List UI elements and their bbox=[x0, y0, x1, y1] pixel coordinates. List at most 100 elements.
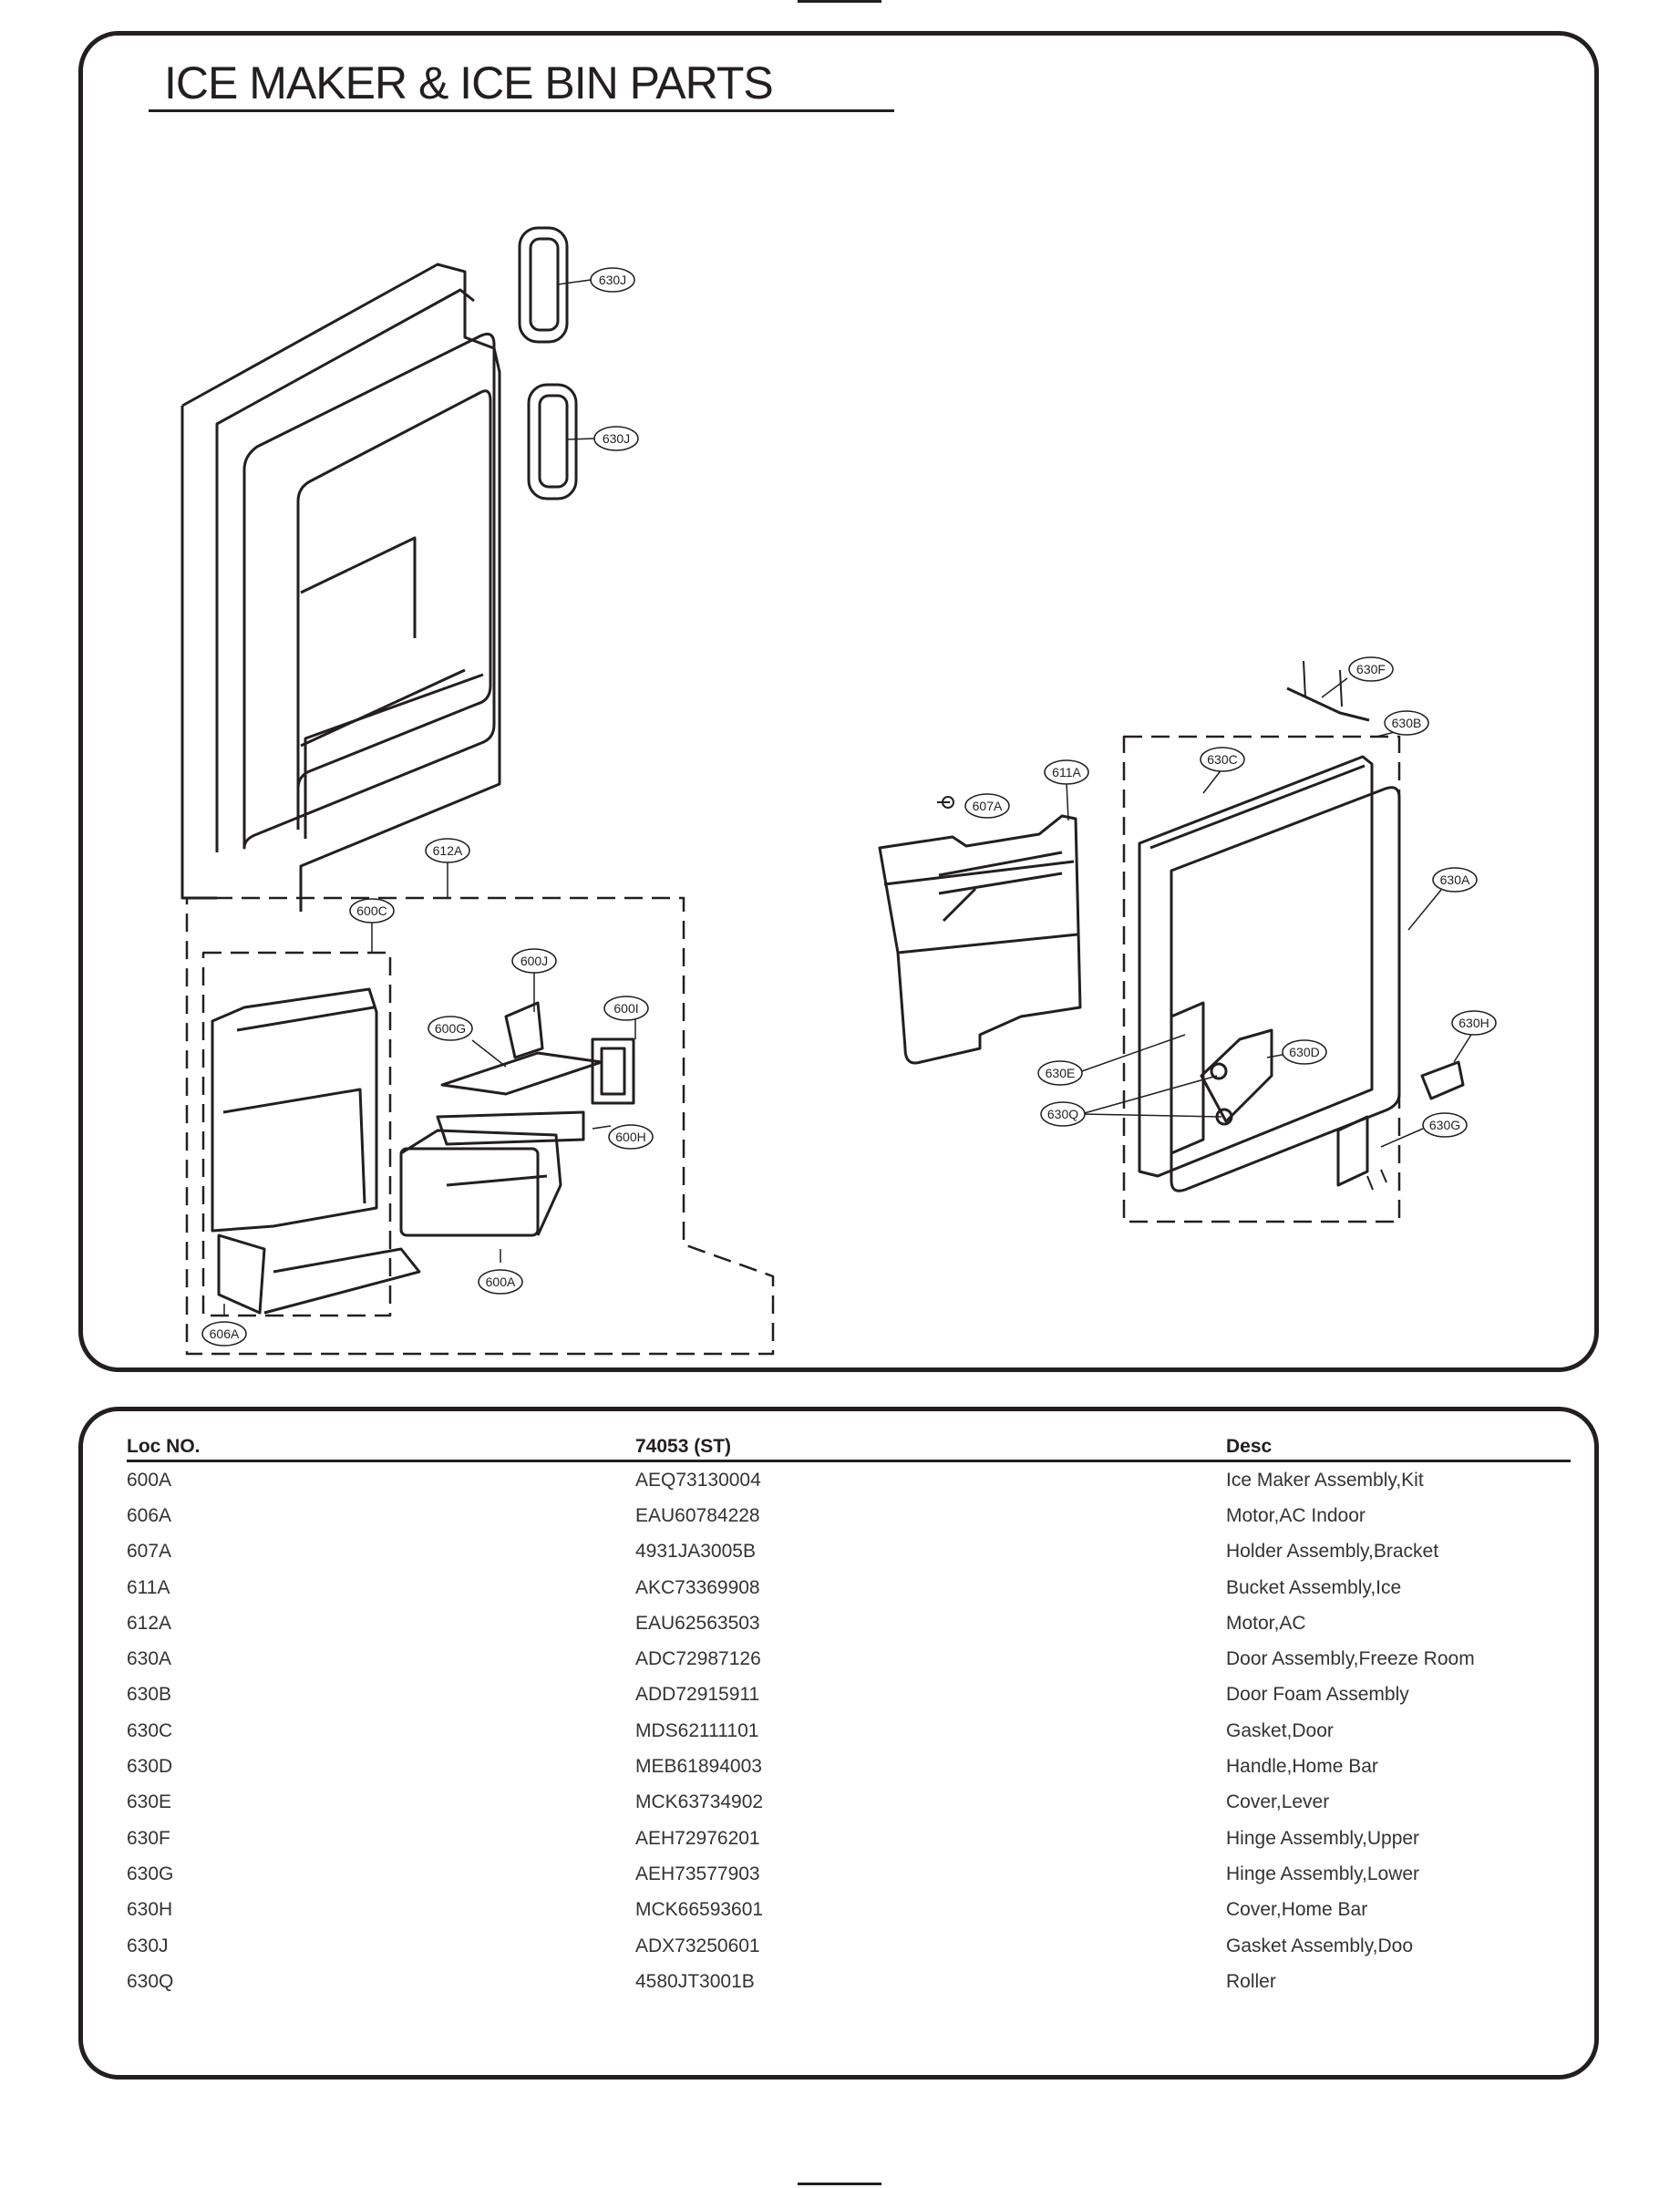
page-bottom-mark bbox=[798, 2183, 881, 2185]
cell-loc: 611A bbox=[127, 1576, 170, 1598]
cell-part-number: ADX73250601 bbox=[635, 1935, 760, 1956]
cell-part-number: AKC73369908 bbox=[635, 1576, 760, 1598]
cell-part-number: ADD72915911 bbox=[635, 1684, 760, 1706]
callout-text: 600I bbox=[613, 1001, 638, 1016]
title-rule bbox=[149, 109, 894, 112]
cell-part-number: AEH73577903 bbox=[635, 1863, 760, 1884]
table-row: 607A 4931JA3005B Holder Assembly,Bracket bbox=[127, 1534, 1571, 1570]
cell-loc: 630B bbox=[127, 1684, 172, 1706]
callout-text: 611A bbox=[1052, 765, 1081, 779]
callout-630h: 630H bbox=[1451, 1010, 1497, 1036]
screw-drawings bbox=[937, 660, 1387, 1191]
callout-600c: 600C bbox=[349, 898, 395, 924]
callout-611a: 611A bbox=[1044, 759, 1089, 785]
page-title: ICE MAKER & ICE BIN PARTS bbox=[164, 57, 774, 108]
table-row: 606A EAU60784228 Motor,AC Indoor bbox=[127, 1498, 1571, 1533]
callout-600i: 600I bbox=[603, 996, 649, 1021]
table-row: 611A AKC73369908 Bucket Assembly,Ice bbox=[127, 1570, 1571, 1605]
callout-text: 600H bbox=[615, 1130, 645, 1144]
cell-loc: 630Q bbox=[127, 1970, 174, 1992]
header-desc: Desc bbox=[1226, 1423, 1571, 1462]
callout-labels: 630J 630J 612A 600C 600J 600I 600G 600H … bbox=[201, 267, 1497, 1347]
cell-part-number: 4931JA3005B bbox=[635, 1541, 756, 1563]
cell-desc: Holder Assembly,Bracket bbox=[1226, 1541, 1439, 1563]
callout-text: 630Q bbox=[1047, 1107, 1078, 1121]
cell-part-number: 4580JT3001B bbox=[635, 1970, 755, 1992]
callout-630d: 630D bbox=[1282, 1039, 1327, 1065]
callout-600h: 600H bbox=[608, 1124, 654, 1150]
table-row: 630J ADX73250601 Gasket Assembly,Doo bbox=[127, 1928, 1571, 1964]
table-row: 630F AEH72976201 Hinge Assembly,Upper bbox=[127, 1821, 1571, 1856]
cell-desc: Gasket Assembly,Doo bbox=[1226, 1935, 1414, 1956]
cell-loc: 630E bbox=[127, 1791, 172, 1813]
cell-loc: 606A bbox=[127, 1504, 172, 1526]
cell-desc: Hinge Assembly,Lower bbox=[1226, 1863, 1420, 1884]
cell-loc: 630D bbox=[127, 1756, 173, 1778]
gasket-630j-drawing bbox=[518, 226, 578, 501]
cell-part-number: EAU60784228 bbox=[635, 1504, 760, 1526]
cell-loc: 630F bbox=[127, 1827, 170, 1849]
cell-desc: Door Assembly,Freeze Room bbox=[1226, 1648, 1475, 1670]
cell-desc: Roller bbox=[1226, 1970, 1276, 1992]
header-loc-no: Loc NO. bbox=[127, 1423, 635, 1462]
callout-text: 630G bbox=[1429, 1118, 1460, 1132]
callout-text: 630J bbox=[599, 273, 626, 287]
cell-loc: 607A bbox=[127, 1541, 172, 1563]
leader-lines bbox=[223, 279, 1475, 1315]
callout-630f: 630F bbox=[1348, 656, 1394, 682]
callout-630c: 630C bbox=[1200, 747, 1245, 772]
callout-text: 612A bbox=[433, 843, 463, 858]
freezer-door-drawing bbox=[1138, 686, 1465, 1192]
cell-desc: Cover,Lever bbox=[1226, 1791, 1330, 1813]
cell-part-number: MEB61894003 bbox=[635, 1756, 762, 1778]
callout-600a: 600A bbox=[478, 1269, 523, 1295]
cell-part-number: AEQ73130004 bbox=[635, 1469, 761, 1491]
callout-text: 600G bbox=[435, 1021, 466, 1036]
table-header-row: Loc NO. 74053 (ST) Desc bbox=[127, 1423, 1571, 1462]
header-part-number: 74053 (ST) bbox=[635, 1423, 1226, 1462]
assembly-group-boxes bbox=[185, 735, 1401, 1356]
cell-desc: Motor,AC Indoor bbox=[1226, 1504, 1366, 1526]
cell-desc: Ice Maker Assembly,Kit bbox=[1226, 1469, 1424, 1491]
table-row: 630Q 4580JT3001B Roller bbox=[127, 1964, 1571, 1999]
callout-text: 600C bbox=[356, 903, 387, 918]
callout-text: 630B bbox=[1392, 716, 1422, 730]
page-top-mark bbox=[798, 0, 881, 3]
callout-630b: 630B bbox=[1384, 710, 1429, 736]
parts-table-panel bbox=[78, 1407, 1599, 2080]
callout-630g: 630G bbox=[1422, 1112, 1468, 1138]
callout-text: 630C bbox=[1207, 752, 1237, 767]
cell-desc: Motor,AC bbox=[1226, 1612, 1306, 1634]
callout-text: 607A bbox=[973, 799, 1003, 813]
callout-607a: 607A bbox=[964, 793, 1010, 819]
cell-part-number: AEH72976201 bbox=[635, 1827, 760, 1849]
cell-part-number: EAU62563503 bbox=[635, 1612, 760, 1634]
cell-part-number: MDS62111101 bbox=[635, 1719, 759, 1741]
callout-text: 600A bbox=[486, 1275, 516, 1289]
cell-desc: Handle,Home Bar bbox=[1226, 1756, 1378, 1778]
cell-desc: Hinge Assembly,Upper bbox=[1226, 1827, 1420, 1849]
exploded-parts-diagram: 630J 630J 612A 600C 600J 600I 600G 600H … bbox=[180, 226, 1497, 1356]
cell-desc: Bucket Assembly,Ice bbox=[1226, 1576, 1402, 1598]
cell-loc: 630J bbox=[127, 1935, 169, 1956]
callout-600g: 600G bbox=[428, 1016, 473, 1041]
cell-part-number: ADC72987126 bbox=[635, 1648, 761, 1670]
callout-text: 630E bbox=[1046, 1066, 1076, 1080]
cell-loc: 630H bbox=[127, 1899, 173, 1921]
callout-text: 630J bbox=[603, 431, 630, 446]
callout-630j-lower: 630J bbox=[593, 426, 639, 451]
table-row: 630D MEB61894003 Handle,Home Bar bbox=[127, 1749, 1571, 1784]
callout-text: 630H bbox=[1458, 1016, 1489, 1030]
ice-bucket-drawing bbox=[878, 814, 1082, 1065]
cell-part-number: MCK66593601 bbox=[635, 1899, 764, 1921]
callout-text: 606A bbox=[210, 1326, 240, 1341]
ice-maker-drawing bbox=[211, 987, 635, 1315]
